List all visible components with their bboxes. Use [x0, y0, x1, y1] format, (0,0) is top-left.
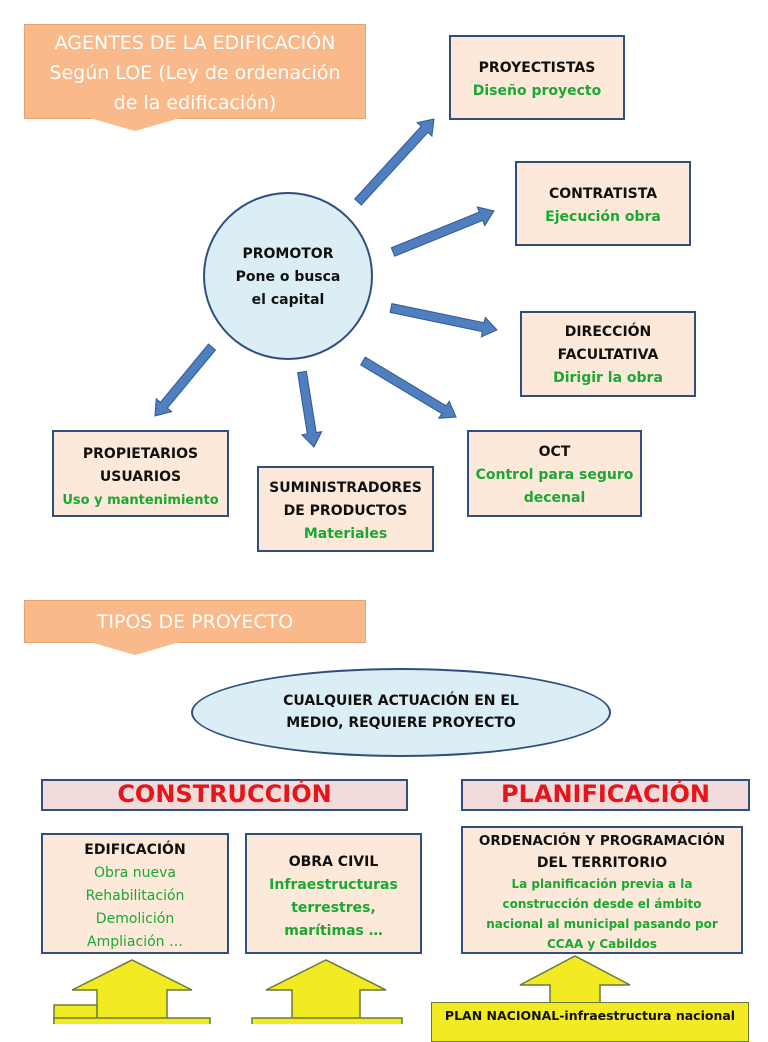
propietarios-title-1: PROPIETARIOS — [82, 446, 199, 462]
plan-nacional-label: PLAN NACIONAL-infraestructura nacional — [444, 1008, 736, 1023]
oct-title: OCT — [538, 444, 571, 460]
edificacion-desc-4: Ampliación … — [87, 934, 183, 950]
ordenacion-title-1: ORDENACIÓN Y PROGRAMACIÓN — [478, 833, 726, 849]
agentes-callout-line-2: Según LOE (Ley de ordenación — [49, 62, 341, 84]
promotor-line-3: el capital — [251, 292, 325, 308]
propietarios-desc: Uso y mantenimiento — [62, 493, 219, 508]
agentes-callout-line-3: de la edificación) — [113, 92, 277, 114]
suministradores-title-1: SUMINISTRADORES — [269, 480, 422, 496]
obra-civil-desc-2: terrestres, — [291, 900, 376, 916]
edificacion-title: EDIFICACIÓN — [84, 842, 186, 858]
direccion-facultativa-box: DIRECCIÓN FACULTATIVA Dirigir la obra — [520, 311, 696, 397]
agentes-callout-tail — [90, 118, 180, 131]
edificacion-desc-1: Obra nueva — [94, 865, 176, 881]
ordenacion-desc-3: nacional al municipal pasando por — [486, 917, 718, 931]
edificacion-desc-3: Demolición — [95, 911, 175, 927]
yellow-up-arrows — [53, 955, 631, 1024]
arrow-to-oct — [360, 356, 457, 419]
promotor-arrows — [154, 118, 498, 448]
promotor-line-2: Pone o busca — [235, 269, 341, 285]
proyectistas-desc: Diseño proyecto — [472, 83, 602, 99]
suministradores-title-2: DE PRODUCTOS — [283, 503, 408, 519]
direccion-desc: Dirigir la obra — [553, 370, 663, 386]
arrow-to-proyectistas — [353, 118, 435, 206]
suministradores-box: SUMINISTRADORES DE PRODUCTOS Materiales — [257, 466, 434, 552]
construccion-header: CONSTRUCCIÓN — [41, 779, 408, 811]
obra-civil-desc-1: Infraestructuras — [269, 877, 398, 893]
suministradores-desc: Materiales — [303, 526, 388, 542]
contratista-desc: Ejecución obra — [545, 209, 661, 225]
ellipse-line-1: CUALQUIER ACTUACIÓN EN EL — [283, 693, 519, 709]
edificacion-desc-2: Rehabilitación — [85, 888, 185, 904]
promotor-circle: PROMOTOR Pone o busca el capital — [203, 192, 373, 360]
agentes-callout-line-1: AGENTES DE LA EDIFICACIÓN — [54, 32, 336, 54]
proyectistas-title: PROYECTISTAS — [478, 60, 596, 76]
oct-box: OCT Control para seguro decenal — [467, 430, 642, 517]
ellipse-line-2: MEDIO, REQUIERE PROYECTO — [286, 715, 516, 731]
agentes-callout: AGENTES DE LA EDIFICACIÓN Según LOE (Ley… — [24, 24, 366, 119]
direccion-title-2: FACULTATIVA — [557, 347, 659, 363]
ordenacion-desc-1: La planificación previa a la — [511, 877, 693, 891]
yellow-base-left — [53, 1017, 211, 1024]
yellow-base-middle — [251, 1017, 403, 1024]
ordenacion-title-2: DEL TERRITORIO — [536, 855, 668, 871]
yellow-up-arrow-edificacion — [53, 959, 193, 1024]
arrow-to-suministradores — [297, 370, 323, 448]
propietarios-box: PROPIETARIOS USUARIOS Uso y mantenimient… — [52, 430, 229, 517]
planificacion-header: PLANIFICACIÓN — [461, 779, 750, 811]
edificacion-box: EDIFICACIÓN Obra nueva Rehabilitación De… — [41, 833, 229, 954]
arrow-to-contratista — [390, 206, 495, 257]
obra-civil-desc-3: marítimas … — [284, 923, 383, 939]
obra-civil-box: OBRA CIVIL Infraestructuras terrestres, … — [245, 833, 422, 954]
obra-civil-title: OBRA CIVIL — [288, 854, 379, 870]
yellow-up-arrow-ordenacion — [519, 955, 631, 1005]
propietarios-title-2: USUARIOS — [99, 469, 182, 485]
contratista-title: CONTRATISTA — [548, 186, 658, 202]
planificacion-label: PLANIFICACIÓN — [500, 780, 710, 808]
ordenacion-desc-4: CCAA y Cabildos — [546, 937, 658, 951]
direccion-title-1: DIRECCIÓN — [564, 324, 652, 340]
oct-desc-2: decenal — [523, 490, 586, 506]
construccion-label: CONSTRUCCIÓN — [117, 780, 332, 808]
promotor-title: PROMOTOR — [242, 246, 334, 262]
arrow-to-propietarios — [154, 343, 217, 417]
contratista-box: CONTRATISTA Ejecución obra — [515, 161, 691, 246]
tipos-callout: TIPOS DE PROYECTO — [24, 600, 366, 643]
cualquier-actuacion-ellipse: CUALQUIER ACTUACIÓN EN EL MEDIO, REQUIER… — [191, 668, 611, 757]
tipos-callout-tail — [90, 642, 180, 655]
arrow-to-direccion — [389, 303, 498, 338]
ordenacion-desc-2: construcción desde el ámbito — [502, 897, 702, 911]
yellow-up-arrow-obra-civil — [265, 959, 387, 1024]
ordenacion-box: ORDENACIÓN Y PROGRAMACIÓN DEL TERRITORIO… — [461, 826, 743, 954]
oct-desc-1: Control para seguro — [475, 467, 634, 483]
plan-nacional-box: PLAN NACIONAL-infraestructura nacional — [431, 1002, 749, 1042]
proyectistas-box: PROYECTISTAS Diseño proyecto — [449, 35, 625, 120]
tipos-callout-text: TIPOS DE PROYECTO — [96, 611, 294, 633]
